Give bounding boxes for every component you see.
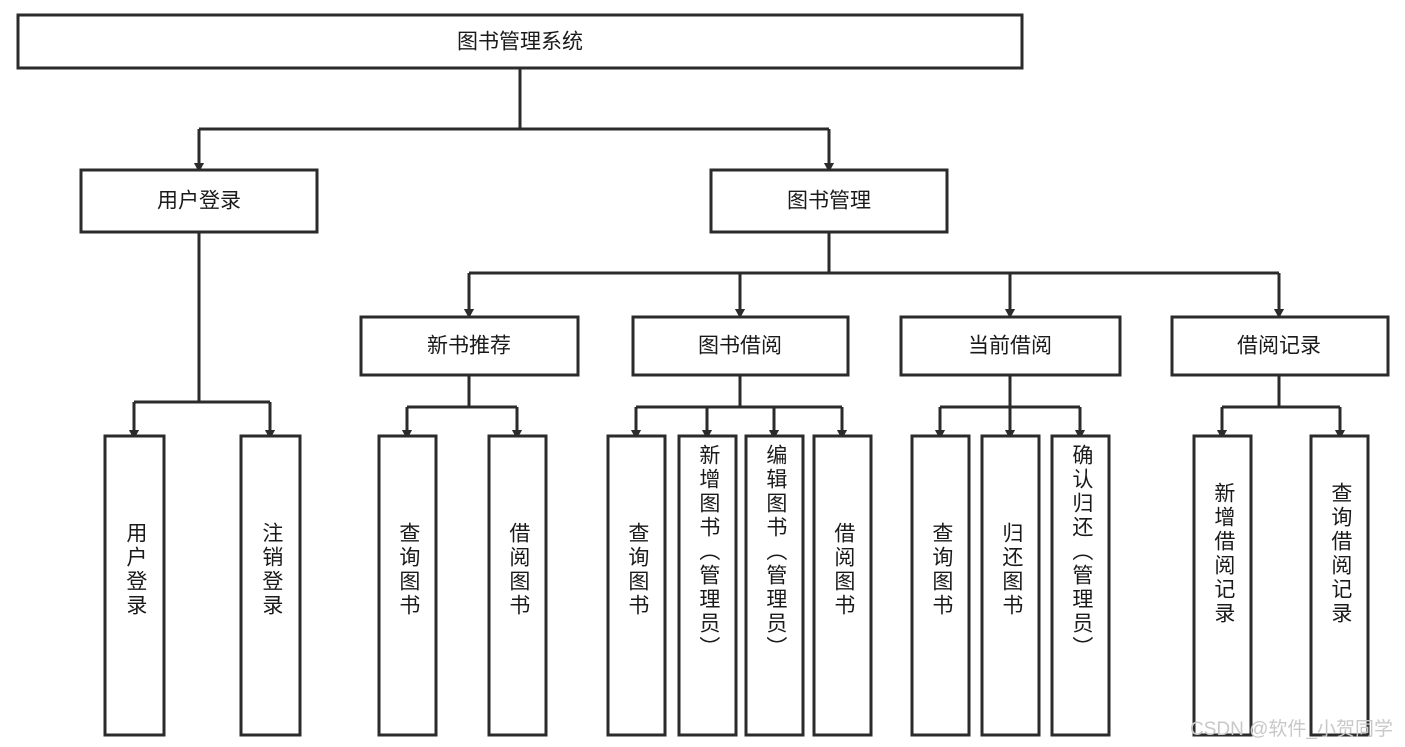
leaf-node-user-login[interactable] [103,434,166,737]
connector-group-book-borrow [630,375,848,440]
connector-group-book-manage [463,232,1285,319]
node-root-label: 图书管理系统 [457,31,583,54]
connector-group-root [193,68,835,173]
csdn-watermark: CSDN @软件_小贺同学 [1190,719,1393,740]
leaf-node-return-book[interactable] [980,434,1041,737]
node-root[interactable]: 图书管理系统 [16,13,1024,70]
node-new-book-recommend-label: 新书推荐 [427,335,511,358]
node-book-borrow[interactable]: 图书借阅 [631,315,850,377]
leaf-node-query-book-1[interactable] [377,434,438,737]
node-new-book-recommend[interactable]: 新书推荐 [359,315,580,377]
leaf-node-add-book[interactable] [677,434,738,737]
connector-group-borrow-record [1216,375,1346,440]
node-borrow-record[interactable]: 借阅记录 [1170,315,1390,377]
node-book-manage-label: 图书管理 [787,190,871,213]
leaf-node-confirm-return[interactable] [1050,434,1111,737]
node-user-login[interactable]: 用户登录 [79,168,319,234]
leaf-node-query-book-3[interactable] [910,434,971,737]
node-book-borrow-label: 图书借阅 [698,335,782,358]
node-current-borrow-label: 当前借阅 [968,335,1052,358]
leaf-node-borrow-book-2[interactable] [812,434,873,737]
leaf-node-query-record[interactable] [1309,434,1370,737]
leaf-node-add-record[interactable] [1192,434,1253,737]
connector-group-new-book-recommend [401,375,523,440]
node-borrow-record-label: 借阅记录 [1237,335,1321,358]
leaf-node-query-book-2[interactable] [606,434,667,737]
connector-group-user-login [128,232,276,440]
node-current-borrow[interactable]: 当前借阅 [899,315,1122,377]
node-book-manage[interactable]: 图书管理 [709,168,949,234]
leaf-node-logout-login[interactable] [239,434,302,737]
connector-group-current-borrow [934,375,1086,440]
leaf-node-edit-book[interactable] [744,434,805,737]
leaf-node-borrow-book-1[interactable] [487,434,548,737]
node-user-login-label: 用户登录 [157,190,241,213]
